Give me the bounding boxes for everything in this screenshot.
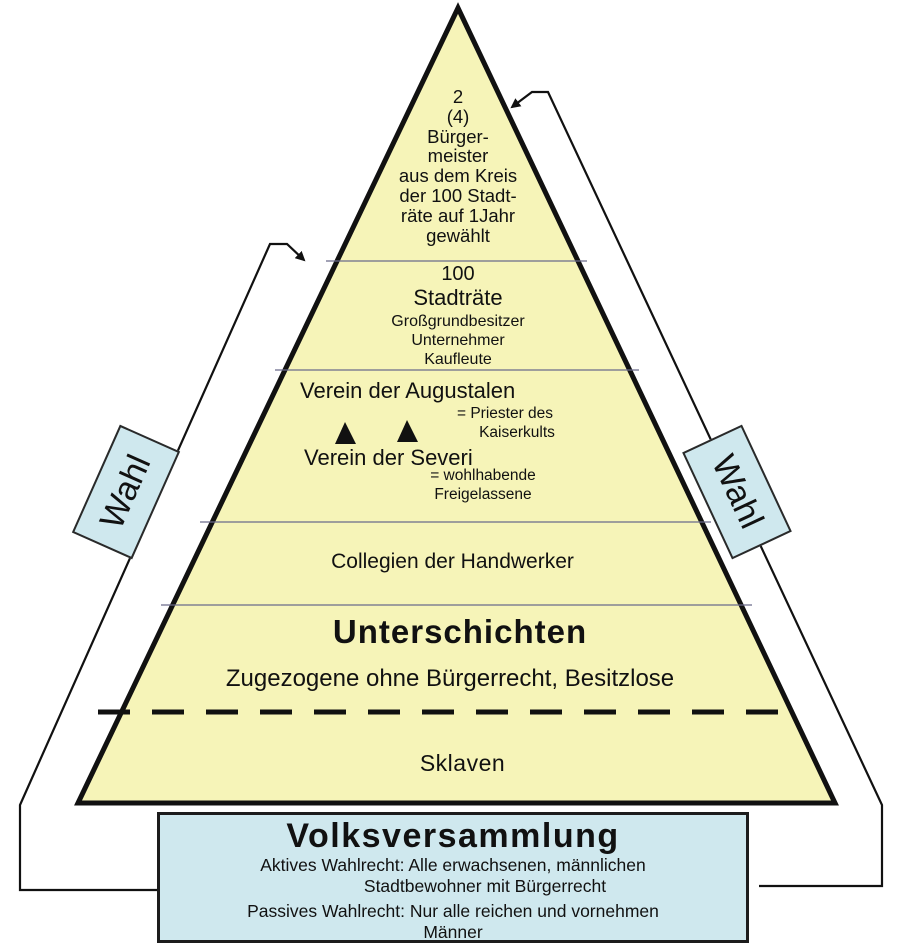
- bm-line-count-alt: (4): [446, 105, 470, 127]
- bm-line-5: aus dem Kreis: [398, 165, 518, 187]
- tier-stadtraete: 100 Stadträte Großgrundbesitzer Unterneh…: [333, 263, 583, 369]
- severi-desc: = wohlhabende Freigelassene: [408, 466, 558, 504]
- collegien-title: Collegien der Handwerker: [331, 550, 574, 573]
- tier-buergermeister: 2 (4) Bürger- meister aus dem Kreis der …: [358, 87, 558, 245]
- augustalen-desc-1: = Priester des: [456, 405, 554, 422]
- stadtraete-count: 100: [441, 263, 475, 285]
- stadtraete-line-1: Großgrundbesitzer: [391, 313, 525, 330]
- severi-desc-2: Freigelassene: [434, 486, 532, 503]
- up-arrow-left-icon: [335, 422, 356, 444]
- unterschichten-title: Unterschichten: [332, 613, 588, 650]
- sklaven-title: Sklaven: [419, 750, 506, 776]
- passiv-line-2: Männer: [423, 922, 483, 942]
- up-arrow-right-icon: [397, 420, 418, 442]
- aktiv-line-1: Aktives Wahlrecht: Alle erwachsenen, män…: [260, 855, 646, 875]
- bm-line-4: meister: [427, 145, 489, 167]
- bm-line-8: gewählt: [426, 224, 490, 246]
- aktiv-line-2: Stadtbewohner mit Bürgerrecht: [363, 876, 607, 896]
- augustalen-desc: = Priester des Kaiserkults: [440, 404, 570, 442]
- unterschichten-subtitle: Zugezogene ohne Bürgerrecht, Besitzlose: [225, 665, 675, 692]
- bm-line-6: der 100 Stadt-: [399, 184, 517, 206]
- bm-line-7: räte auf 1Jahr: [400, 204, 516, 226]
- bm-line-3: Bürger-: [427, 125, 489, 147]
- passiv-line-1: Passives Wahlrecht: Nur alle reichen und…: [247, 901, 659, 921]
- severi-desc-1: = wohlhabende: [430, 467, 536, 484]
- stadtraete-line-3: Kaufleute: [424, 351, 492, 368]
- severi-title: Verein der Severi: [304, 445, 473, 470]
- pyramid-shape: [74, 2, 839, 806]
- volksversammlung-title: Volksversammlung: [286, 817, 620, 855]
- volksversammlung-box: Volksversammlung Aktives Wahlrecht: Alle…: [157, 812, 749, 943]
- augustalen-title: Verein der Augustalen: [300, 378, 516, 403]
- bm-line-count: 2: [452, 86, 464, 107]
- augustalen-desc-2: Kaiserkults: [479, 424, 555, 441]
- stadtraete-title: Stadträte: [413, 285, 503, 310]
- stadtraete-line-2: Unternehmer: [411, 332, 505, 349]
